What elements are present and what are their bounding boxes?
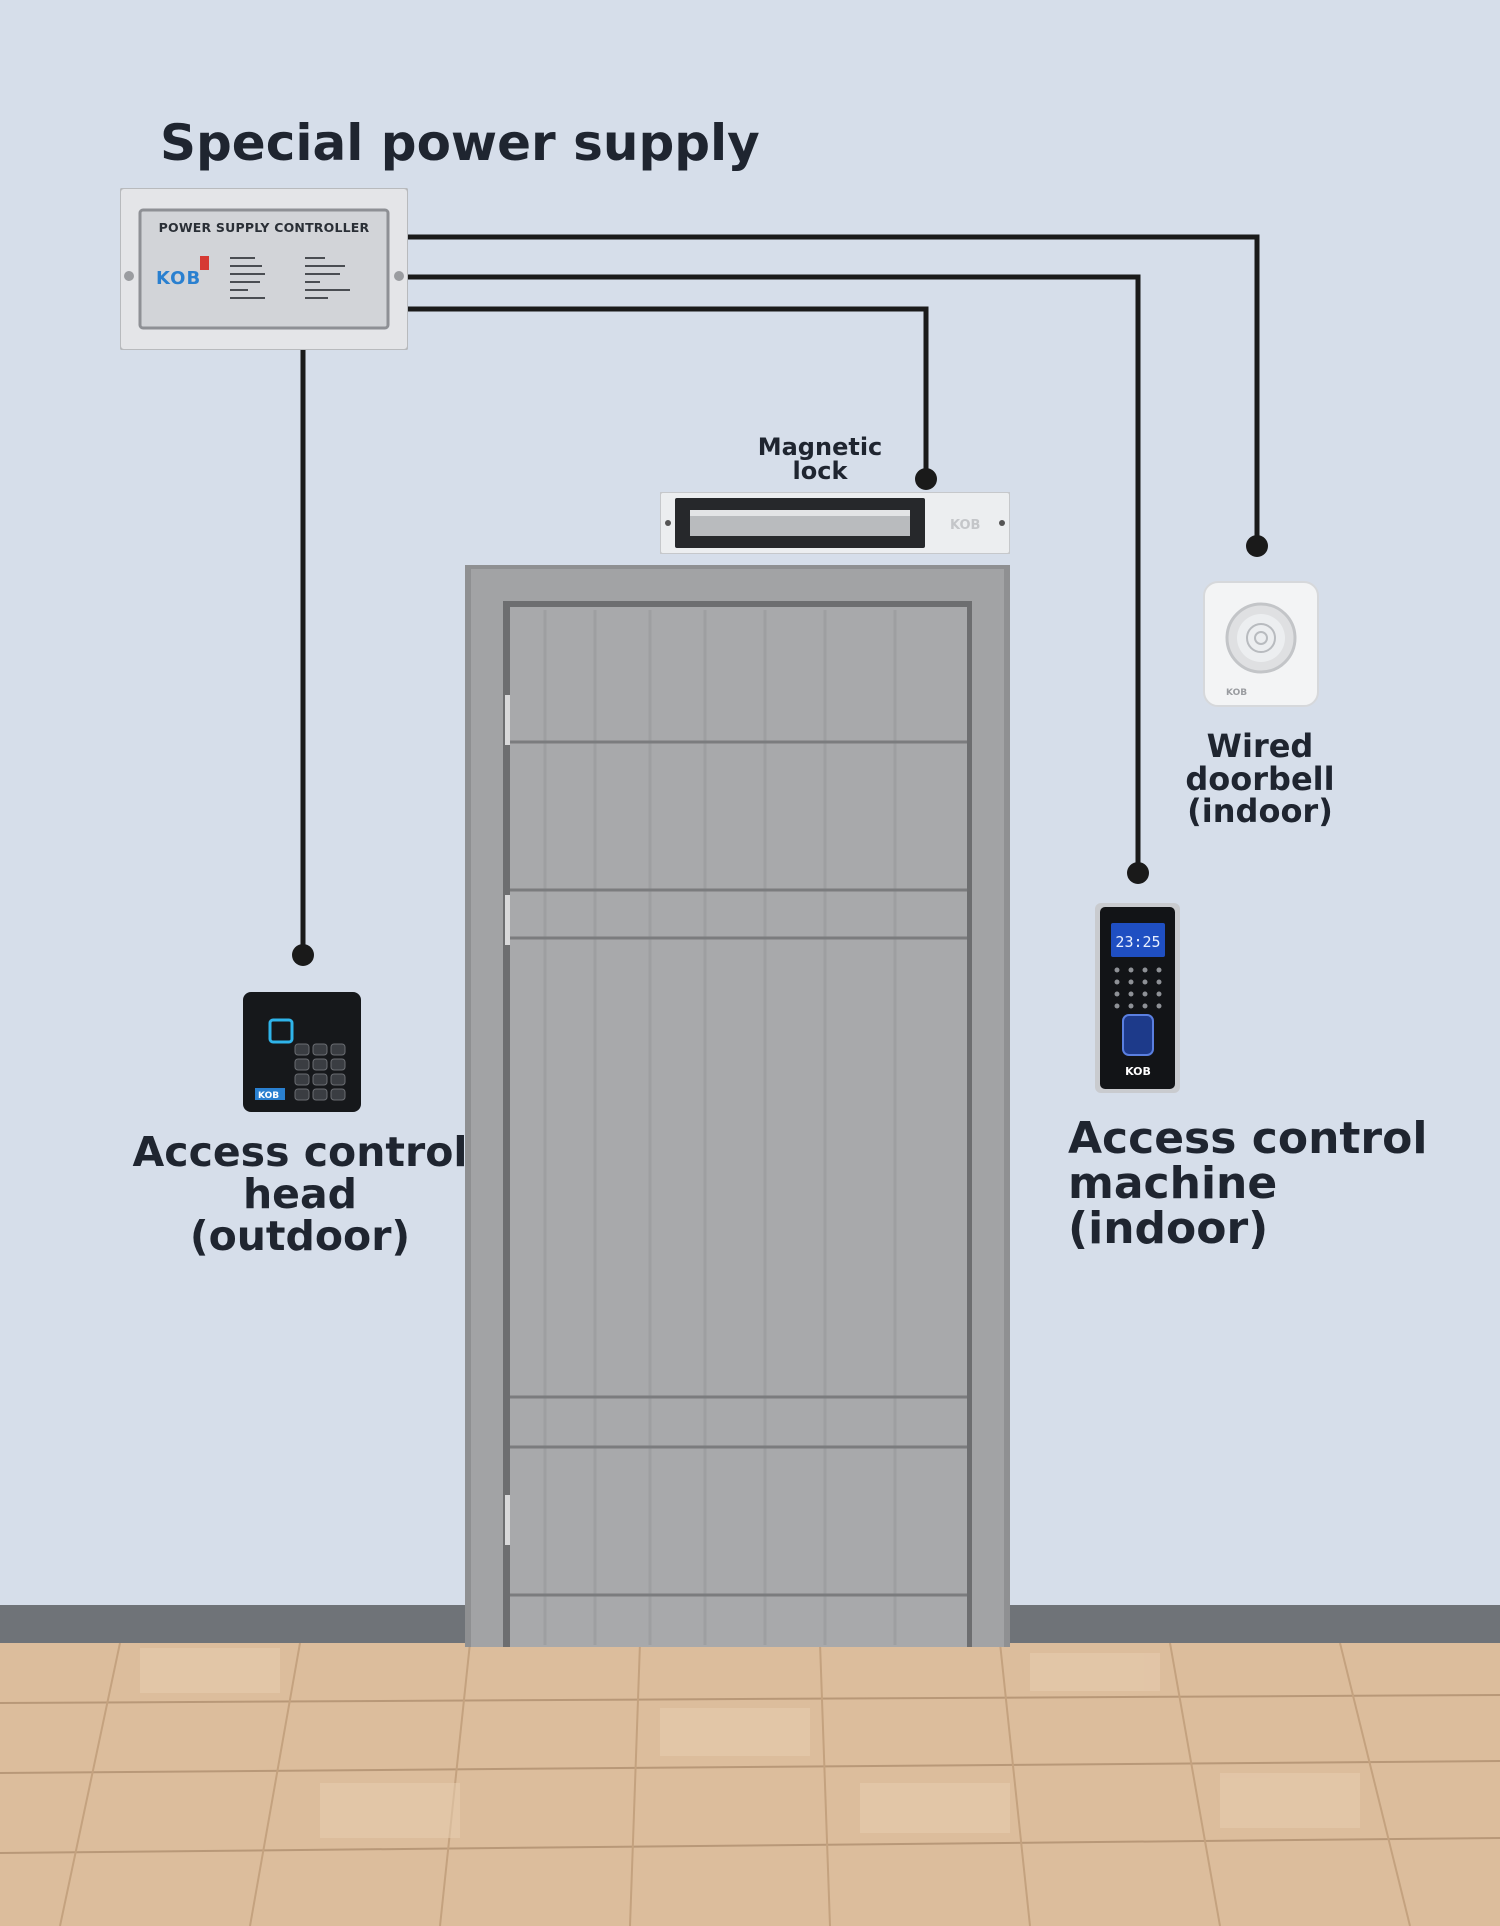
terminal-lock <box>915 468 937 490</box>
terminal-doorbell <box>1246 535 1268 557</box>
terminal-reader <box>292 944 314 966</box>
machine-brand: KOB <box>1125 1065 1151 1078</box>
access-control-machine-label: Access control machine (indoor) <box>1068 1113 1468 1254</box>
doorbell-label: Wired doorbell (indoor) <box>1170 730 1350 828</box>
terminal-machine <box>1127 862 1149 884</box>
wire-to-machine <box>408 274 1141 872</box>
diagram-title: Special power supply <box>160 114 760 172</box>
reader-brand: KOB <box>258 1091 279 1101</box>
access-control-machine-label-line-2: machine (indoor) <box>1068 1157 1278 1254</box>
magnetic-lock-label-line-2: lock <box>792 457 848 486</box>
doorbell-label-line-2: doorbell <box>1185 759 1335 798</box>
wire-to-doorbell <box>408 234 1260 545</box>
magnetic-lock: KOB <box>659 491 1011 555</box>
doorbell-label-line-3: (indoor) <box>1187 792 1333 831</box>
lock-brand: KOB <box>950 518 980 533</box>
access-control-machine-label-line-1: Access control <box>1068 1113 1428 1164</box>
machine-clock: 23:25 <box>1115 933 1160 951</box>
access-control-head-device: KOB <box>243 992 361 1112</box>
psu-panel-title: POWER SUPPLY CONTROLLER <box>158 220 370 235</box>
power-supply-controller: POWER SUPPLY CONTROLLER KOB <box>120 188 408 350</box>
doorbell-brand: KOB <box>1226 688 1247 698</box>
magnetic-lock-label: Magnetic lock <box>740 435 900 484</box>
wired-doorbell: KOB <box>1202 580 1320 708</box>
access-control-head-label: Access control head (outdoor) <box>130 1128 470 1260</box>
psu-brand-logo: KOB <box>156 268 202 289</box>
wire-to-lock <box>408 306 929 478</box>
access-control-head-label-line-2: head (outdoor) <box>189 1169 411 1260</box>
wood-floor <box>0 1643 1500 1926</box>
door <box>465 565 1010 1647</box>
access-control-machine-device: 23:25 KOB <box>1095 903 1180 1093</box>
doorbell-label-line-1: Wired <box>1206 727 1314 765</box>
access-control-head-label-line-1: Access control <box>132 1128 468 1176</box>
magnetic-lock-label-line-1: Magnetic <box>757 433 883 461</box>
